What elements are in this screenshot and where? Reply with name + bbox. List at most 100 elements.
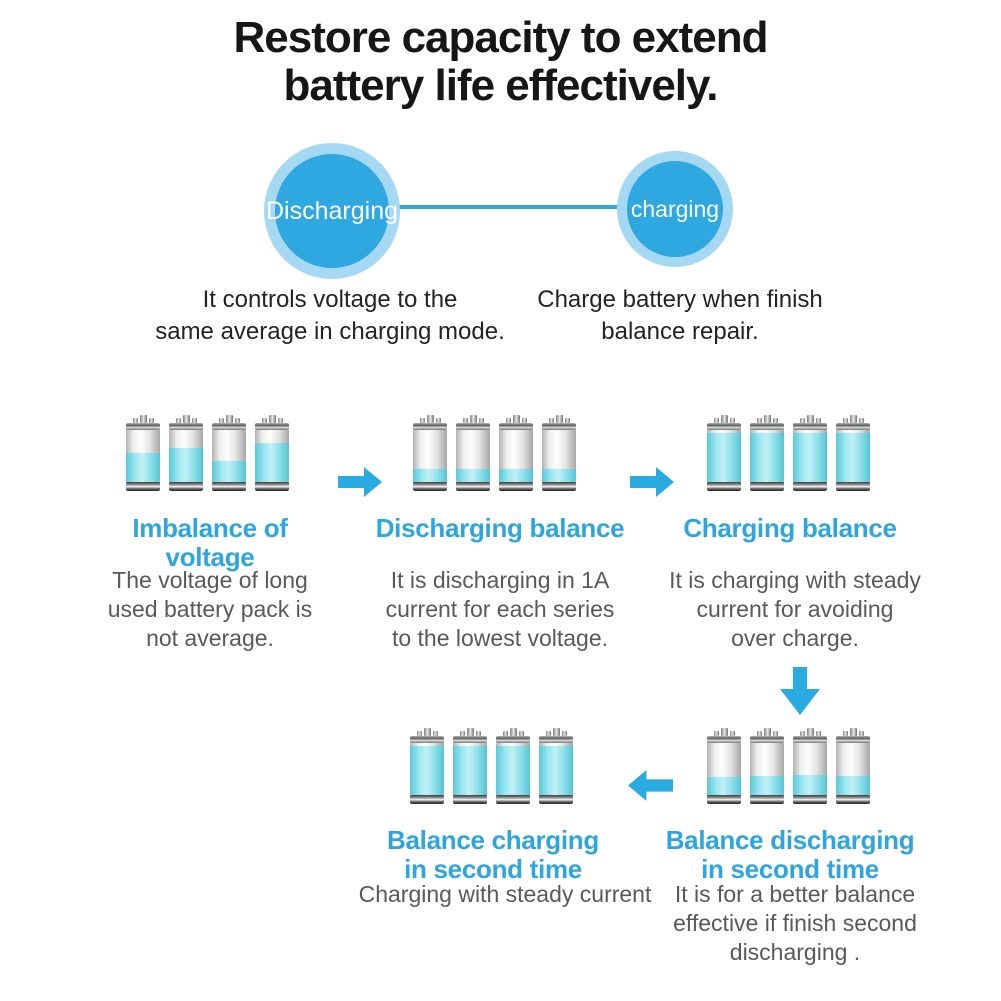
battery-icon bbox=[212, 415, 246, 491]
discharging-circle: Discharging bbox=[264, 143, 400, 279]
battery-icon bbox=[836, 415, 870, 491]
battery-body bbox=[413, 430, 447, 482]
battery-body bbox=[456, 430, 490, 482]
battery-charge-fill bbox=[707, 432, 741, 482]
discharging-description: It controls voltage to the same average … bbox=[155, 286, 505, 345]
battery-body bbox=[750, 743, 784, 795]
battery-body bbox=[836, 743, 870, 795]
battery-body bbox=[793, 743, 827, 795]
battery-charge-fill bbox=[126, 453, 160, 482]
battery-icon bbox=[410, 728, 444, 804]
battery-terminal bbox=[410, 728, 444, 736]
battery-icon bbox=[750, 415, 784, 491]
battery-cap-top bbox=[836, 736, 870, 743]
battery-terminal bbox=[212, 415, 246, 423]
battery-cap-top bbox=[750, 736, 784, 743]
battery-charge-fill bbox=[413, 469, 447, 482]
battery-group-imbalance bbox=[126, 415, 289, 491]
battery-body bbox=[212, 430, 246, 482]
battery-body bbox=[169, 430, 203, 482]
step-body-discharging-balance: It is discharging in 1A current for each… bbox=[385, 567, 615, 652]
battery-cap-top bbox=[212, 423, 246, 430]
battery-icon bbox=[793, 415, 827, 491]
battery-charge-fill bbox=[456, 469, 490, 482]
battery-cap-bottom bbox=[539, 795, 573, 804]
battery-cap-top bbox=[410, 736, 444, 743]
charging-circle-label: charging bbox=[630, 195, 720, 222]
step-heading-balance-discharging-second: Balance discharging in second time bbox=[665, 825, 915, 884]
battery-cap-top bbox=[539, 736, 573, 743]
battery-cap-bottom bbox=[169, 482, 203, 491]
right-arrow-icon bbox=[630, 467, 674, 497]
battery-terminal bbox=[539, 728, 573, 736]
battery-cap-bottom bbox=[410, 795, 444, 804]
battery-cap-top bbox=[255, 423, 289, 430]
battery-body bbox=[539, 743, 573, 795]
battery-charge-fill bbox=[169, 448, 203, 482]
battery-cap-bottom bbox=[836, 795, 870, 804]
right-arrow-icon bbox=[338, 467, 382, 497]
battery-terminal bbox=[750, 415, 784, 423]
battery-charge-fill bbox=[793, 432, 827, 482]
battery-icon bbox=[413, 415, 447, 491]
battery-charge-fill bbox=[750, 432, 784, 482]
battery-terminal bbox=[707, 415, 741, 423]
battery-terminal bbox=[750, 728, 784, 736]
battery-body bbox=[410, 743, 444, 795]
step-body-balance-charging-second: Charging with steady current bbox=[358, 881, 652, 907]
battery-terminal bbox=[496, 728, 530, 736]
battery-terminal bbox=[169, 415, 203, 423]
battery-icon bbox=[255, 415, 289, 491]
battery-body bbox=[453, 743, 487, 795]
charging-circle-inner: charging bbox=[627, 161, 723, 257]
battery-icon bbox=[793, 728, 827, 804]
step-heading-charging-balance: Charging balance bbox=[683, 513, 897, 543]
battery-cap-top bbox=[169, 423, 203, 430]
battery-body bbox=[255, 430, 289, 482]
battery-body bbox=[750, 430, 784, 482]
battery-cap-bottom bbox=[707, 795, 741, 804]
battery-charge-fill bbox=[453, 745, 487, 795]
battery-cap-bottom bbox=[542, 482, 576, 491]
battery-body bbox=[499, 430, 533, 482]
battery-cap-top bbox=[496, 736, 530, 743]
step-body-balance-discharging-second: It is for a better balance effective if … bbox=[673, 881, 917, 966]
discharging-circle-label: Discharging bbox=[266, 196, 399, 225]
step-heading-imbalance: Imbalance of voltage bbox=[132, 513, 288, 572]
battery-icon bbox=[456, 415, 490, 491]
battery-icon bbox=[499, 415, 533, 491]
battery-cap-bottom bbox=[496, 795, 530, 804]
battery-charge-fill bbox=[410, 745, 444, 795]
battery-charge-fill bbox=[793, 774, 827, 795]
battery-terminal bbox=[126, 415, 160, 423]
battery-group-balance-discharging-second bbox=[707, 728, 870, 804]
battery-charge-fill bbox=[255, 443, 289, 482]
battery-cap-bottom bbox=[212, 482, 246, 491]
left-arrow-icon bbox=[628, 770, 673, 801]
circle-connector-line bbox=[396, 205, 626, 209]
down-arrow-icon bbox=[780, 667, 820, 715]
battery-charge-fill bbox=[499, 469, 533, 482]
battery-cap-top bbox=[126, 423, 160, 430]
battery-body bbox=[707, 430, 741, 482]
battery-icon bbox=[496, 728, 530, 804]
battery-terminal bbox=[793, 728, 827, 736]
battery-cap-top bbox=[499, 423, 533, 430]
battery-icon bbox=[836, 728, 870, 804]
battery-body bbox=[707, 743, 741, 795]
battery-cap-bottom bbox=[499, 482, 533, 491]
battery-charge-fill bbox=[542, 469, 576, 482]
battery-terminal bbox=[836, 415, 870, 423]
step-body-imbalance: The voltage of long used battery pack is… bbox=[107, 567, 313, 652]
battery-cap-top bbox=[836, 423, 870, 430]
battery-icon bbox=[539, 728, 573, 804]
battery-icon bbox=[453, 728, 487, 804]
battery-body bbox=[542, 430, 576, 482]
charging-description: Charge battery when finish balance repai… bbox=[537, 286, 823, 345]
battery-cap-top bbox=[793, 736, 827, 743]
step-heading-discharging-balance: Discharging balance bbox=[375, 513, 625, 543]
battery-terminal bbox=[453, 728, 487, 736]
battery-cap-top bbox=[453, 736, 487, 743]
battery-terminal bbox=[499, 415, 533, 423]
